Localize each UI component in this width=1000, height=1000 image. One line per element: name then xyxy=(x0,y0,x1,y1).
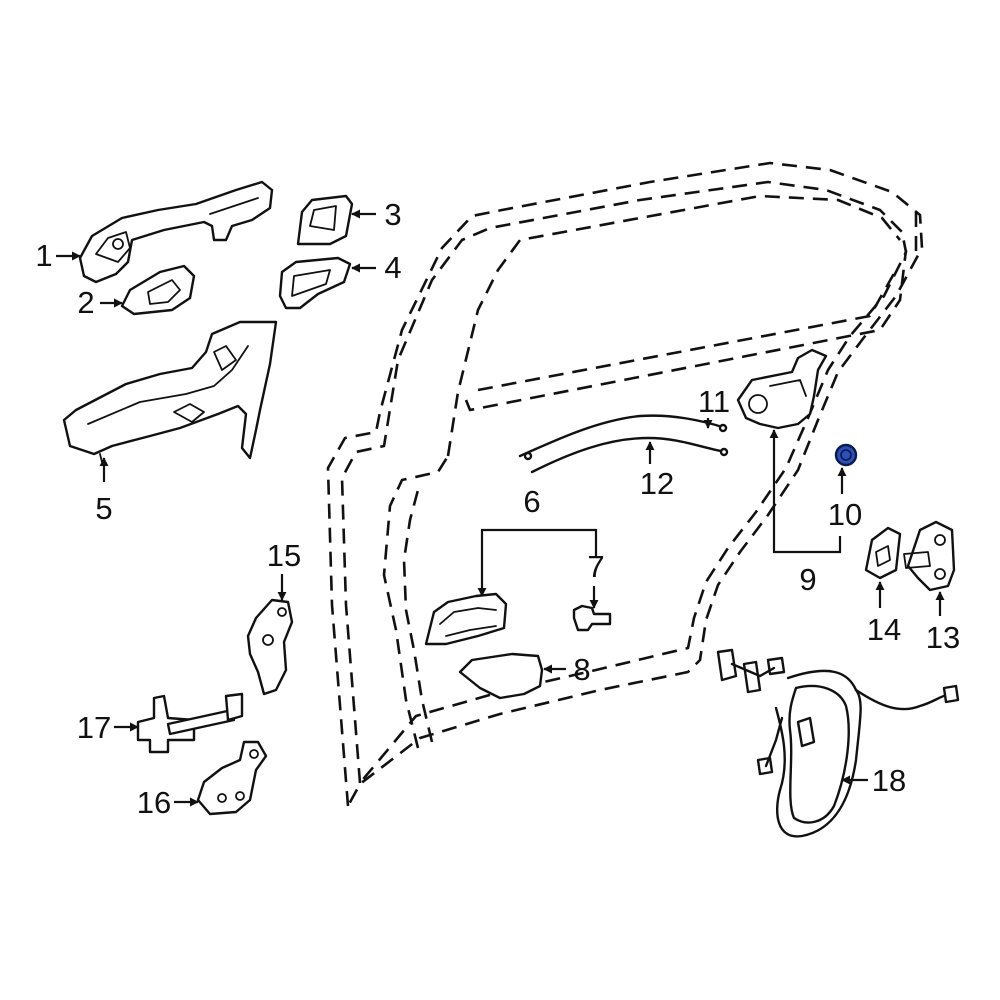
leader-lines xyxy=(56,209,945,807)
part-13-striker xyxy=(903,520,956,592)
part-2-handle-cap xyxy=(120,264,196,316)
part-8-bezel xyxy=(458,652,544,700)
part-12-cable xyxy=(523,436,729,474)
part-11-cable xyxy=(518,414,728,458)
part-5-handle-frame xyxy=(62,320,278,463)
callout-5: 5 xyxy=(95,491,112,526)
callout-6: 6 xyxy=(523,484,540,519)
callout-labels: 1 2 3 4 5 6 7 8 9 10 11 12 13 14 15 16 1… xyxy=(35,197,960,820)
part-9-lock-assembly xyxy=(736,348,828,430)
callout-7: 7 xyxy=(587,549,604,584)
part-1-outside-handle xyxy=(78,180,274,284)
callout-9: 9 xyxy=(799,562,816,597)
callout-2: 2 xyxy=(77,285,94,320)
callout-14: 14 xyxy=(867,612,901,647)
callout-10: 10 xyxy=(828,497,862,532)
callout-4: 4 xyxy=(384,250,401,285)
callout-12: 12 xyxy=(640,466,674,501)
part-16-hinge xyxy=(196,740,268,816)
part-7-lock-knob xyxy=(572,604,612,632)
callout-1: 1 xyxy=(35,238,52,273)
part-4-gasket xyxy=(278,256,352,310)
callout-18: 18 xyxy=(872,763,906,798)
callout-16: 16 xyxy=(137,785,171,820)
callout-15: 15 xyxy=(267,538,301,573)
part-14-striker-cover xyxy=(864,526,902,580)
part-15-hinge xyxy=(246,598,294,696)
callout-8: 8 xyxy=(573,652,590,687)
part-3-pad xyxy=(296,194,354,246)
callout-3: 3 xyxy=(384,197,401,232)
leader-6 xyxy=(477,528,598,597)
part-17-door-check xyxy=(136,692,244,754)
callout-17: 17 xyxy=(77,710,111,745)
callout-13: 13 xyxy=(926,620,960,655)
part-10-bushing xyxy=(834,443,858,467)
door-outline xyxy=(326,161,924,808)
part-18-wire-harness xyxy=(716,648,960,838)
leader-9 xyxy=(769,429,842,554)
part-6-inside-handle xyxy=(424,592,508,646)
callout-11: 11 xyxy=(698,384,730,419)
